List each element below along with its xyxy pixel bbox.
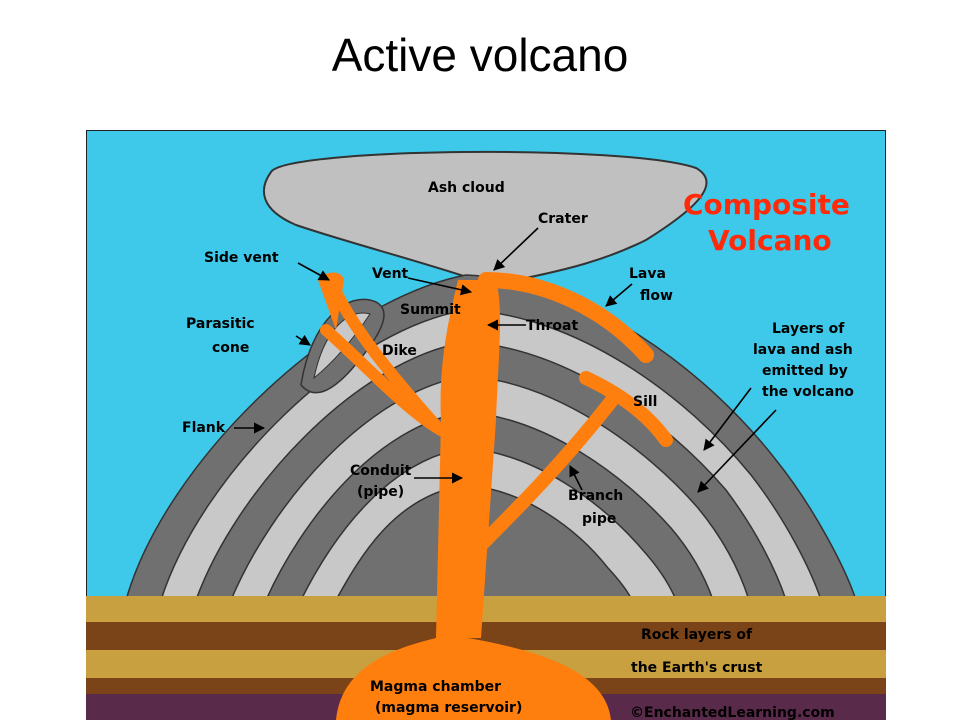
diagram-heading-line1: Composite	[683, 188, 850, 221]
label-conduit-line1: Conduit	[350, 463, 412, 479]
credit-text: ©EnchantedLearning.com	[630, 705, 835, 720]
label-lava-flow-line1: Lava	[629, 266, 666, 282]
magma-chamber-shape	[336, 610, 611, 720]
label-rock-layers-line1: Rock layers of	[641, 627, 753, 643]
volcano-illustration: Composite Volcano Ash cloud Crater Side …	[86, 130, 886, 720]
label-vent: Vent	[372, 266, 409, 282]
magma-system	[318, 272, 673, 720]
label-branch-pipe-line1: Branch	[568, 488, 623, 504]
label-magma-chamber-line1: Magma chamber	[370, 679, 501, 695]
label-side-vent: Side vent	[204, 250, 279, 266]
label-lava-flow-line2: flow	[640, 288, 673, 304]
label-branch-pipe-line2: pipe	[582, 511, 616, 527]
label-layers-line4: the volcano	[762, 384, 854, 400]
volcano-diagram: Composite Volcano Ash cloud Crater Side …	[86, 130, 886, 720]
label-layers-line2: lava and ash	[753, 342, 853, 358]
label-sill: Sill	[633, 394, 657, 410]
label-conduit-line2: (pipe)	[357, 484, 404, 500]
label-summit: Summit	[400, 302, 461, 318]
label-layers-line3: emitted by	[762, 363, 848, 379]
ash-cloud-shape	[262, 150, 708, 281]
label-crater: Crater	[538, 211, 588, 227]
label-parasitic-cone-line2: cone	[212, 340, 249, 356]
label-dike: Dike	[382, 343, 417, 359]
dike-channel	[320, 324, 447, 436]
diagram-heading-line2: Volcano	[708, 224, 832, 257]
label-rock-layers-line2: the Earth's crust	[631, 660, 763, 676]
label-ash-cloud: Ash cloud	[428, 180, 505, 196]
label-layers-line1: Layers of	[772, 321, 845, 337]
label-arrows	[234, 227, 777, 493]
branch-pipe-channel	[469, 388, 623, 557]
label-throat: Throat	[526, 318, 578, 334]
label-magma-chamber-line2: (magma reservoir)	[375, 700, 522, 716]
label-flank: Flank	[182, 420, 226, 436]
lava-flow-shape	[478, 272, 654, 363]
sill-channel	[579, 371, 673, 447]
slide-title: Active volcano	[331, 29, 629, 81]
label-parasitic-cone-line1: Parasitic	[186, 316, 255, 332]
